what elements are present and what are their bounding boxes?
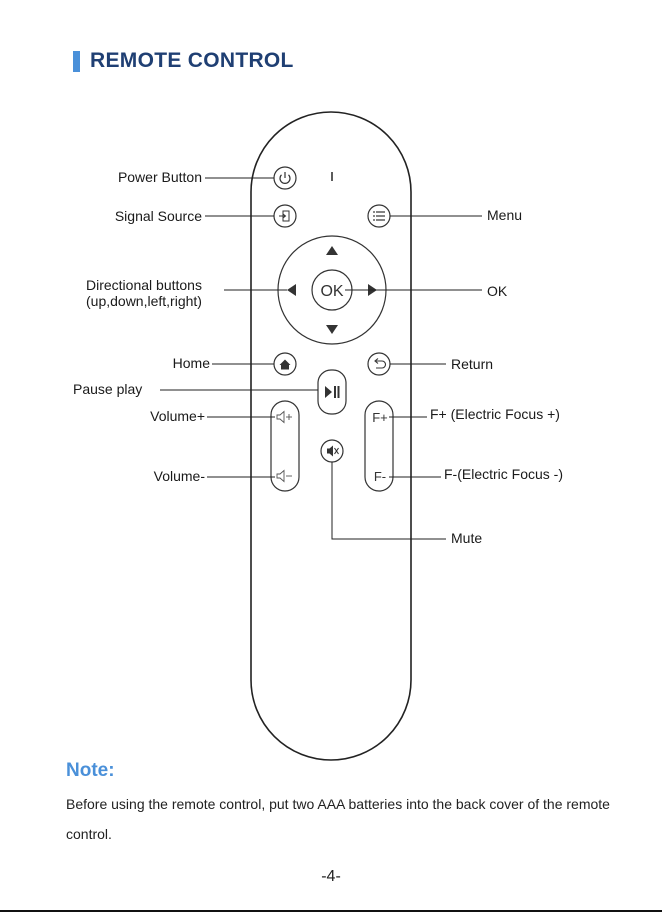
play-pause-button[interactable] <box>318 370 346 414</box>
return-button[interactable] <box>368 353 390 375</box>
label-pause-play: Pause play <box>73 381 142 397</box>
label-volume-plus: Volume+ <box>150 408 205 424</box>
signal-source-button[interactable] <box>274 205 296 227</box>
mute-button[interactable] <box>321 440 343 462</box>
focus-plus-text: F+ <box>372 410 388 425</box>
volume-rocker[interactable] <box>271 401 299 491</box>
ok-button-text: OK <box>320 283 343 300</box>
label-mute: Mute <box>451 530 482 546</box>
bottom-divider <box>0 910 662 912</box>
label-return: Return <box>451 356 493 372</box>
label-directional-2: (up,down,left,right) <box>86 293 202 309</box>
power-button[interactable] <box>274 167 296 189</box>
label-volume-minus: Volume- <box>154 468 206 484</box>
label-signal-source: Signal Source <box>115 208 202 224</box>
label-power-button: Power Button <box>118 169 202 185</box>
focus-minus-text: F- <box>374 469 386 484</box>
label-focus-plus: F+ (Electric Focus +) <box>430 406 560 422</box>
note-text: Before using the remote control, put two… <box>66 789 626 849</box>
note-title: Note: <box>66 760 115 782</box>
label-home: Home <box>173 355 211 371</box>
label-directional-1: Directional buttons <box>86 277 202 293</box>
menu-button[interactable] <box>368 205 390 227</box>
page-number: -4- <box>0 868 662 886</box>
label-ok: OK <box>487 283 508 299</box>
home-button[interactable] <box>274 353 296 375</box>
label-focus-minus: F-(Electric Focus -) <box>444 466 563 482</box>
focus-rocker[interactable]: F+ F- <box>365 401 393 491</box>
label-menu: Menu <box>487 207 522 223</box>
